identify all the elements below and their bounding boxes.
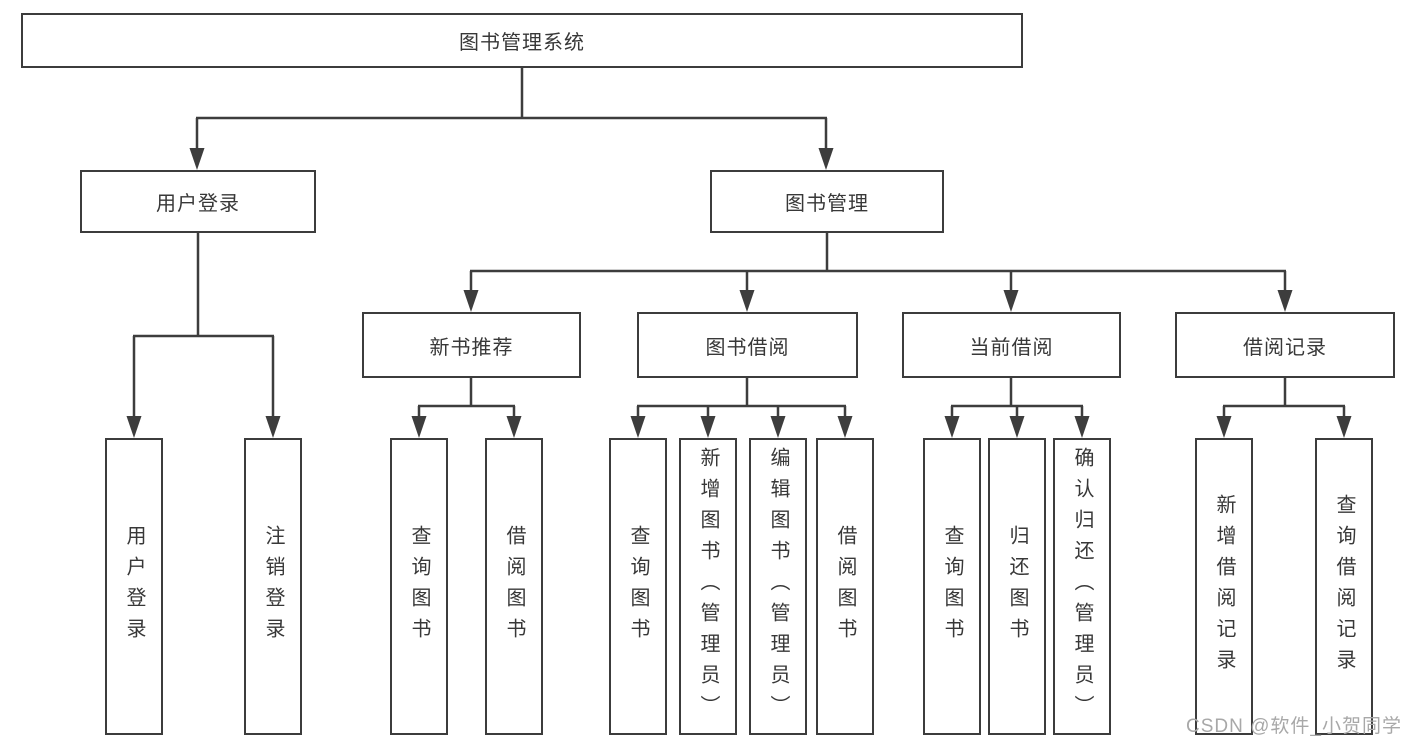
leaf-query-borrow-record: 查询借阅记录: [1315, 438, 1373, 735]
node-new-book-recommend: 新书推荐: [362, 312, 581, 378]
leaf-label: 查询借阅记录: [1333, 493, 1355, 680]
leaf-query-books-current: 查询图书: [923, 438, 981, 735]
node-book-management: 图书管理: [710, 170, 944, 233]
leaf-query-books-recommend: 查询图书: [390, 438, 448, 735]
leaf-user-login: 用户登录: [105, 438, 163, 735]
leaf-label: 查询图书: [408, 524, 430, 649]
leaf-borrow-books-recommend: 借阅图书: [485, 438, 543, 735]
leaf-label: 新增借阅记录: [1213, 493, 1235, 680]
leaf-label: 借阅图书: [834, 524, 856, 649]
leaf-label: 注销登录: [262, 524, 284, 649]
node-label: 当前借阅: [969, 336, 1054, 359]
node-label: 图书管理系统: [459, 32, 585, 54]
node-user-login-branch: 用户登录: [80, 170, 316, 233]
leaf-label: 查询图书: [627, 524, 649, 649]
node-label: 用户登录: [156, 193, 240, 215]
node-label: 借阅记录: [1243, 336, 1327, 359]
leaf-label: 查询图书: [941, 524, 963, 649]
node-current-borrow: 当前借阅: [902, 312, 1121, 378]
node-borrow-records: 借阅记录: [1175, 312, 1395, 378]
leaf-label: 新增图书（管理员）: [697, 447, 719, 726]
leaf-label: 编辑图书（管理员）: [767, 447, 789, 726]
arrowheads: [126, 148, 1352, 438]
leaf-label: 确认归还（管理员）: [1071, 447, 1093, 726]
leaf-borrow-books: 借阅图书: [816, 438, 874, 735]
node-label: 图书借阅: [705, 336, 790, 359]
node-label: 图书管理: [785, 193, 869, 215]
leaf-logout: 注销登录: [244, 438, 302, 735]
watermark: CSDN @软件_小贺同学: [1186, 716, 1402, 737]
leaf-return-books: 归还图书: [988, 438, 1046, 735]
node-label: 新书推荐: [429, 336, 514, 359]
connector-strokes: [132, 68, 1346, 420]
node-book-borrow: 图书借阅: [637, 312, 858, 378]
leaf-add-books-admin: 新增图书（管理员）: [679, 438, 737, 735]
leaf-label: 归还图书: [1006, 524, 1028, 649]
leaf-confirm-return-admin: 确认归还（管理员）: [1053, 438, 1111, 735]
leaf-add-borrow-record: 新增借阅记录: [1195, 438, 1253, 735]
leaf-query-books-borrow: 查询图书: [609, 438, 667, 735]
leaf-label: 用户登录: [123, 524, 145, 649]
node-library-management-system: 图书管理系统: [21, 13, 1023, 68]
leaf-edit-books-admin: 编辑图书（管理员）: [749, 438, 807, 735]
leaf-label: 借阅图书: [503, 524, 525, 649]
